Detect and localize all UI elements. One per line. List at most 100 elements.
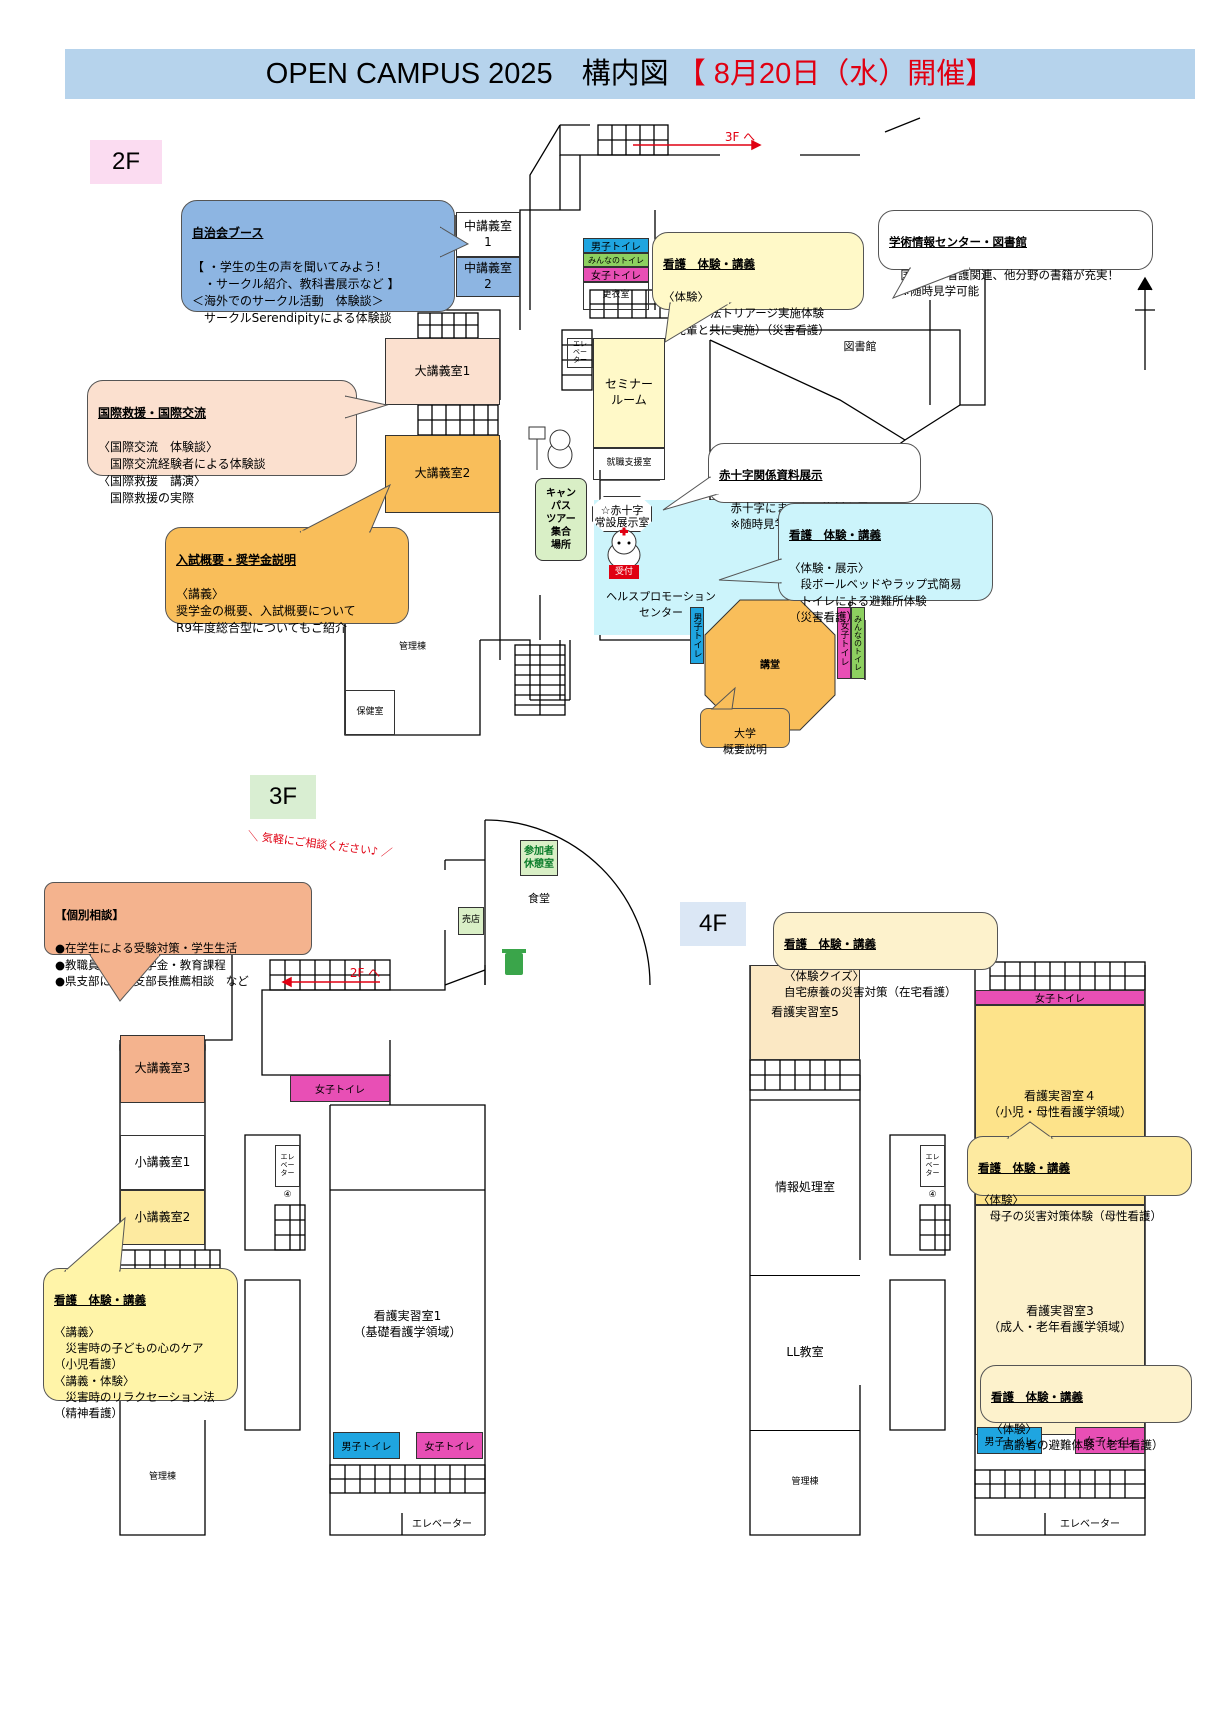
tour-meeting-point[interactable]: キャン パス ツアー 集合 場所	[535, 478, 587, 561]
women-toilet-4f-top[interactable]: 女子トイレ	[975, 990, 1145, 1005]
callout-title: 看護 体験・講義	[54, 1293, 146, 1308]
library-label: 図書館	[843, 340, 877, 353]
mid-lecture-2[interactable]: 中講義室 2	[456, 257, 520, 297]
callout-library: 学術情報センター・図書館 国内外の看護関連、他分野の書籍が充実！ ※随時見学可能	[878, 210, 1153, 298]
elevator-3f[interactable]: エレ ベー ター	[275, 1145, 300, 1187]
seminar-room[interactable]: セミナー ルーム	[593, 338, 665, 448]
callout-pointer	[345, 395, 389, 419]
callout-individual-consultation: 【個別相談】 ●在学生による受験対策・学生生活 ●教職員による奨学金・教育課程 …	[44, 882, 312, 988]
elevator-4f[interactable]: エレ ベー ター	[920, 1145, 945, 1187]
mascot-sign-icon	[528, 426, 573, 470]
callout-title: 看護 体験・講義	[663, 257, 755, 272]
locker-room[interactable]: 更衣室	[583, 282, 649, 310]
callout-title: 赤十字関係資料展示	[719, 468, 823, 483]
women-toilet-2f[interactable]: 女子トイレ	[583, 267, 649, 282]
callout-title: 看護 体験・講義	[978, 1161, 1070, 1176]
women-toilet-3f-top[interactable]: 女子トイレ	[290, 1075, 390, 1102]
nursing-lab-5[interactable]: 看護実習室5	[750, 965, 860, 1060]
callout-body: 〈国際交流 体験談〉 国際交流経験者による体験談 〈国際救援 講演〉 国際救援の…	[98, 440, 266, 506]
event-date: 【 8月20日（水）開催】	[676, 58, 995, 90]
callout-cardboard-bed: 看護 体験・講義 〈体験・展示〉 段ボールベッドやラップ式簡易 トイレによる避難…	[778, 503, 993, 624]
callout-pointer	[891, 266, 971, 299]
callout-title: 看護 体験・講義	[789, 528, 881, 543]
callout-pointer	[664, 301, 732, 343]
callout-body: 【 ・学生の生の声を聞いてみよう！ ・サークル紹介、教科書展示など 】 ＜海外で…	[192, 260, 400, 326]
callout-maternal: 看護 体験・講義 〈体験〉 母子の災害対策体験（母性看護）	[967, 1136, 1192, 1223]
callout-body: 〈体験〉 高齢者の避難体験（老年看護）	[991, 1422, 1164, 1453]
callout-pointer	[710, 686, 736, 710]
trash-icon	[502, 949, 526, 975]
mid-lecture-1[interactable]: 中講義室 1	[456, 212, 520, 257]
small-lecture-1[interactable]: 小講義室1	[120, 1135, 205, 1190]
nursing-lab-1[interactable]: 看護実習室1 （基礎看護学領域）	[353, 1309, 462, 1339]
callout-pointer	[662, 476, 720, 511]
men-toilet-3f[interactable]: 男子トイレ	[333, 1432, 400, 1459]
callout-body: 大学 概要説明	[723, 727, 767, 756]
callout-body: 〈講義〉 奨学金の概要、入試概要について R9年度総合型についてもご紹介	[176, 587, 356, 636]
callout-title: 看護 体験・講義	[784, 937, 876, 952]
men-toilet-vertical[interactable]: 男子トイレ	[690, 607, 704, 664]
callout-pointer	[89, 953, 162, 1002]
career-support-room[interactable]: 就職支援室	[593, 448, 665, 480]
callout-title: 【個別相談】	[55, 907, 124, 922]
large-lecture-1[interactable]: 大講義室1	[385, 338, 500, 405]
women-toilet-4f[interactable]: 女子トイレ	[1075, 1427, 1145, 1454]
callout-pointer	[1006, 1121, 1054, 1140]
participant-rest-room[interactable]: 参加者 休憩室	[520, 840, 558, 876]
admin-building-2f[interactable]: 管理棟	[398, 641, 426, 652]
admin-building-4f[interactable]: 管理棟	[750, 1430, 860, 1535]
callout-pointer	[63, 1216, 126, 1273]
elevator-number-4f: ④	[928, 1190, 937, 1200]
callout-body: 〈体験・展示〉 段ボールベッドやラップ式簡易 トイレによる避難所体験 （災害看護…	[789, 560, 962, 624]
elevator-2f[interactable]: エレ ベー ター	[567, 338, 593, 368]
callout-body: 〈体験クイズ〉 自宅療養の災害対策（在宅看護）	[784, 969, 957, 1000]
callout-red-cross: 赤十字関係資料展示 赤十字にまつわる資料を展示！ ※随時見学可能	[708, 443, 921, 531]
callout-pointer	[718, 558, 783, 584]
to-3f-label: 3F へ	[724, 130, 756, 144]
callout-title: 入試概要・奨学金説明	[176, 553, 297, 568]
men-toilet-2f[interactable]: 男子トイレ	[583, 238, 649, 253]
callout-home-care: 看護 体験・講義 〈体験クイズ〉 自宅療養の災害対策（在宅看護）	[773, 912, 998, 999]
auditorium-label[interactable]: 講堂	[760, 660, 780, 671]
women-toilet-vertical[interactable]: 女子トイレ	[837, 607, 851, 679]
health-room[interactable]: 保健室	[345, 690, 395, 735]
large-lecture-2[interactable]: 大講義室2	[385, 435, 500, 513]
shop[interactable]: 売店	[458, 907, 484, 935]
callout-pointer	[440, 226, 470, 258]
callout-student-council: 自治会ブース 【 ・学生の生の声を聞いてみよう！ ・サークル紹介、教科書展示など…	[181, 200, 455, 325]
callout-body: 〈講義〉 災害時の子どもの心のケア （小児看護） 〈講義・体験〉 災害時のリラク…	[54, 1325, 215, 1420]
small-lecture-2[interactable]: 小講義室2	[120, 1190, 205, 1245]
callout-title: 看護 体験・講義	[991, 1390, 1083, 1405]
men-toilet-4f[interactable]: 男子トイレ	[977, 1427, 1042, 1454]
page-title: OPEN CAMPUS 2025 構内図 【 8月20日（水）開催】	[65, 49, 1195, 99]
large-lecture-3[interactable]: 大講義室3	[120, 1035, 205, 1103]
elevator-number-3f: ④	[283, 1190, 292, 1200]
health-promotion-center-label: ヘルスプロモーション センター	[606, 590, 716, 619]
callout-international: 国際救援・国際交流 〈国際交流 体験談〉 国際交流経験者による体験談 〈国際救援…	[87, 380, 357, 505]
all-toilet-vertical[interactable]: みんなのトイレ	[851, 607, 865, 679]
ll-classroom[interactable]: LL教室	[750, 1275, 860, 1430]
floor-3f-label: 3F	[250, 775, 316, 819]
auditorium-shape	[704, 599, 836, 731]
to-2f-label: 2F へ	[349, 966, 381, 980]
callout-nursing-3f: 看護 体験・講義 〈講義〉 災害時の子どもの心のケア （小児看護） 〈講義・体験…	[43, 1268, 238, 1420]
callout-pointer	[299, 483, 392, 534]
callout-body: 〈体験〉 母子の災害対策体験（母性看護）	[978, 1193, 1162, 1224]
callout-title: 自治会ブース	[192, 226, 264, 241]
callout-admissions: 入試概要・奨学金説明 〈講義〉 奨学金の概要、入試概要について R9年度総合型に…	[165, 527, 409, 635]
cafeteria-label: 食堂	[528, 892, 550, 905]
callout-title: 学術情報センター・図書館	[889, 235, 1027, 250]
all-toilet-2f[interactable]: みんなのトイレ	[583, 253, 649, 267]
reception-badge[interactable]: 受付	[609, 565, 639, 579]
admin-building-3f[interactable]: 管理棟	[148, 1471, 176, 1482]
elevator-label-3f: エレベーター	[412, 1519, 472, 1530]
callout-university-overview: 大学 概要説明	[700, 708, 790, 756]
callout-elderly: 看護 体験・講義 〈体験〉 高齢者の避難体験（老年看護）	[980, 1365, 1192, 1452]
floor-4f-label: 4F	[680, 902, 746, 946]
elevator-label-4f: エレベーター	[1060, 1519, 1120, 1530]
women-toilet-3f[interactable]: 女子トイレ	[416, 1432, 483, 1459]
info-processing-room[interactable]: 情報処理室	[774, 1179, 835, 1194]
callout-title: 国際救援・国際交流	[98, 406, 207, 421]
